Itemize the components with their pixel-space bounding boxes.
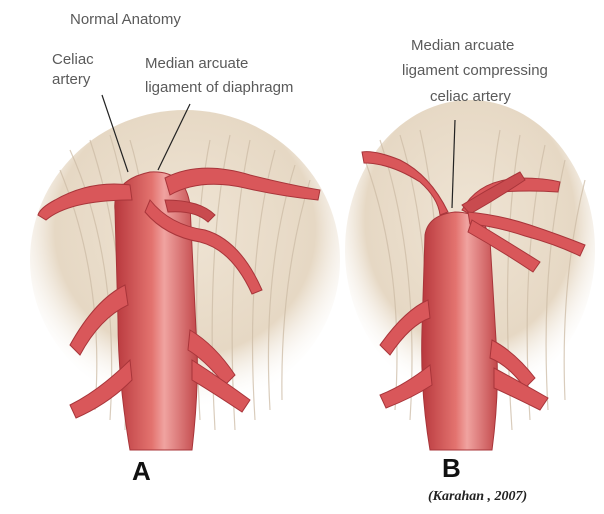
ligament-label-line1: Median arcuate — [145, 55, 248, 72]
panel-b-label-line3: celiac artery — [430, 88, 511, 105]
panel-b-letter: B — [442, 453, 461, 483]
panel-a: Normal Anatomy Celiac artery Median arcu… — [30, 11, 340, 486]
panel-b: Median arcuate ligament compressing celi… — [345, 37, 595, 483]
celiac-label-line1: Celiac — [52, 51, 94, 68]
celiac-label-line2: artery — [52, 71, 91, 88]
panel-a-letter: A — [132, 456, 151, 486]
panel-b-label-line2: ligament compressing — [402, 62, 548, 79]
panel-a-title: Normal Anatomy — [70, 11, 181, 28]
panel-b-label-line1: Median arcuate — [411, 37, 514, 54]
citation: (Karahan , 2007) — [428, 489, 527, 504]
panel-b-aorta — [422, 212, 498, 450]
ligament-label-line2: ligament of diaphragm — [145, 79, 293, 96]
